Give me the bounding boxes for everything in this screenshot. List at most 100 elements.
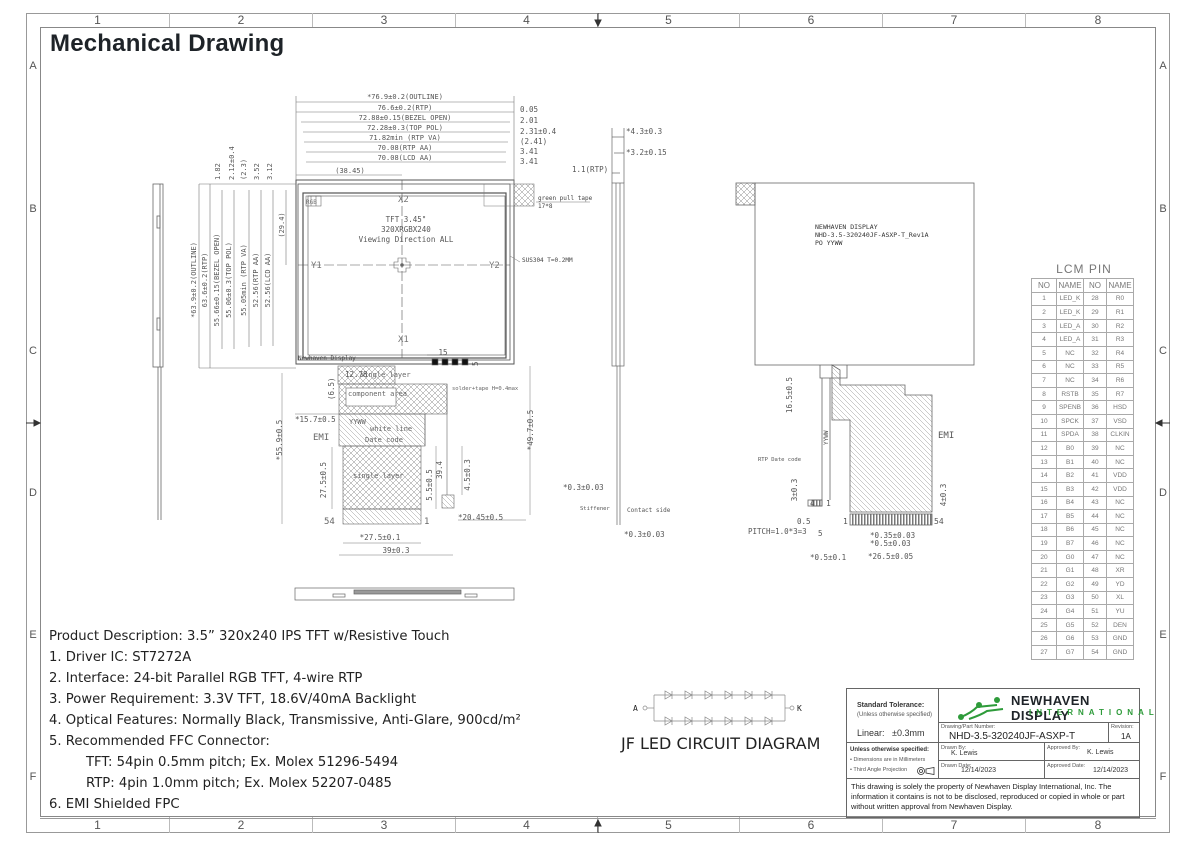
svg-text:(6.5): (6.5) [327,377,336,400]
svg-text:*49.7±0.5: *49.7±0.5 [526,410,535,451]
svg-text:*0.3±0.03: *0.3±0.03 [563,483,604,492]
pin-name: VDD [1106,468,1134,483]
approved-by-label: Approved By: [1047,745,1081,751]
pin-name: B1 [1056,454,1084,470]
header-no-2: NO [1083,278,1107,293]
fpc-dims-text: 15 5 12.78 (6.5) *15.7±0.5 *55.9±0.5 27.… [275,348,535,555]
bottom-view [294,587,515,601]
zone-col-6-bottom: 6 [740,817,883,833]
svg-text:X1: X1 [398,335,409,345]
pin-number: 34 [1083,373,1107,388]
page-title: Mechanical Drawing [50,30,285,57]
pin-name: NC [1106,536,1134,551]
left-side-view [152,183,164,520]
pin-name: B0 [1056,441,1084,456]
zone-col-5-bottom: 5 [598,817,740,833]
back-view [735,182,975,526]
pin-number: 6 [1031,359,1057,375]
svg-text:17*8: 17*8 [538,203,553,210]
pin-number: 41 [1083,468,1107,483]
led-circuit-title: JF LED CIRCUIT DIAGRAM [621,734,821,753]
svg-text:TFT 3.45": TFT 3.45" [386,215,427,224]
pin-number: 44 [1083,509,1107,524]
drawn-by-label: Drawn By: [941,745,967,751]
fpc-dims-lines [281,366,531,556]
pin-name: VDD [1106,481,1134,497]
pin-number: 32 [1083,345,1107,361]
svg-text:(2.3): (2.3) [240,159,248,180]
pin-name: R0 [1106,291,1134,307]
pin-number: 16 [1031,495,1057,511]
tolerance-cell: Standard Tolerance: (Unless otherwise sp… [847,689,939,743]
company-logo-icon [958,697,1004,720]
svg-text:single layer: single layer [353,472,404,480]
drawn-by-cell: Drawn By: K. Lewis [939,743,1045,761]
svg-text:component area: component area [348,390,407,398]
svg-text:2.12±0.4: 2.12±0.4 [228,146,236,180]
svg-text:3.52: 3.52 [253,163,261,180]
pin-number: 35 [1083,386,1107,402]
front-top-dimension-text: *76.9±0.2(OUTLINE) 76.6±0.2(RTP) 72.88±0… [335,93,451,175]
svg-text:1: 1 [424,517,429,527]
svg-text:52.56(LCD AA): 52.56(LCD AA) [264,253,272,308]
pin-number: 28 [1083,291,1107,307]
drawing-frame-inner [40,27,1156,817]
pin-number: 51 [1083,604,1107,619]
zone-row-c: C [29,345,37,357]
pin-name: NC [1106,509,1134,524]
pin-number: 23 [1031,590,1057,606]
green-pull-tape [513,183,535,207]
pin-number: 37 [1083,413,1107,429]
lcm-pin-title: LCM PIN [1056,262,1112,276]
pin-name: LED_K [1056,305,1084,320]
svg-text:76.6±0.2(RTP): 76.6±0.2(RTP) [378,104,433,112]
svg-text:*55.9±0.5: *55.9±0.5 [275,420,284,461]
pin-number: 29 [1083,305,1107,320]
part-number-label: Drawing/Part Number: [941,724,996,730]
pin-number: 4 [1031,332,1057,347]
pin-number: 49 [1083,577,1107,592]
company-subname: INTERNATIONAL [1029,708,1159,717]
pin-number: 26 [1031,631,1057,647]
zone-row-e-right: E [1159,629,1167,641]
panel-text: TFT 3.45" 320XRGBX240 Viewing Direction … [359,215,454,244]
svg-text:X2: X2 [398,195,409,205]
svg-text:*63.9±0.2(OUTLINE): *63.9±0.2(OUTLINE) [190,242,198,318]
svg-text:320XRGBX240: 320XRGBX240 [381,225,431,234]
pin-number: 53 [1083,631,1107,647]
side-view-text: *4.3±0.3 *3.2±0.15 1.1(RTP) *0.3±0.03 *0… [563,127,671,539]
svg-text:15: 15 [438,348,447,357]
svg-text:54: 54 [324,517,335,527]
svg-text:39.4: 39.4 [435,460,444,479]
back-view-text: 16.5±0.5 3±0.3 0.5 PITCH=1.0*3=3 5 *0.5±… [748,377,954,562]
description-item: 5. Recommended FFC Connector: [49,734,270,749]
pin-name: B2 [1056,468,1084,483]
pin-name: SPCK [1056,413,1084,429]
pin-name: XL [1106,590,1134,606]
pin-number: 15 [1031,481,1057,497]
approved-date-label: Approved Date: [1047,763,1086,769]
pin-name: SPDA [1056,427,1084,443]
svg-text:*0.3±0.03: *0.3±0.03 [624,530,665,539]
zone-row-c-right: C [1159,345,1167,357]
approved-date: 12/14/2023 [1093,767,1129,774]
pin-number: 39 [1083,441,1107,456]
rgb-label: RGB [306,199,317,206]
unless-title: Unless otherwise specified: [850,747,930,753]
pin-name: R3 [1106,332,1134,347]
pin-number: 2 [1031,305,1057,320]
description-item: 6. EMI Shielded FPC [49,797,180,812]
drawn-date-label: Drawn Date: [941,763,972,769]
